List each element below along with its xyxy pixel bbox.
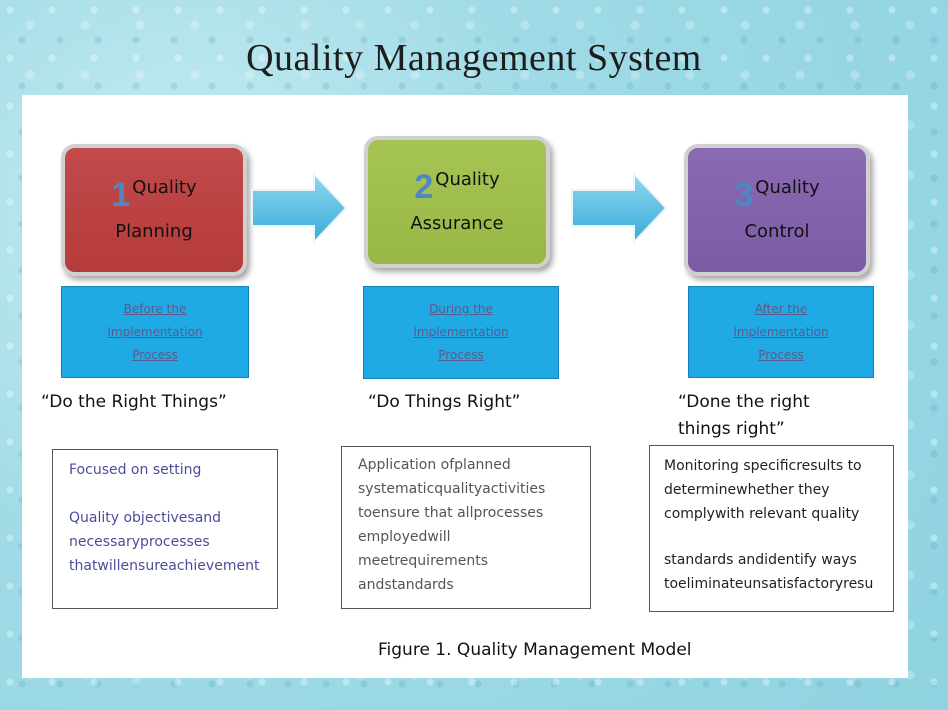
quote-control: “Done the right things right” (678, 392, 810, 439)
timing-box-during: During the Implementation Process (363, 286, 559, 379)
quote-assurance: “Do Things Right” (368, 392, 521, 412)
description-line: toensure that allprocesses (358, 505, 544, 521)
figure-caption: Figure 1. Quality Management Model (378, 640, 692, 660)
description-line: Application ofplanned (358, 457, 511, 473)
description-box-planning: Focused on setting Quality objectivesand… (52, 449, 278, 609)
step-number-2: 2 (414, 168, 434, 206)
stage-1-label-line2: Planning (115, 221, 193, 242)
description-box-control: Monitoring specificresults to determinew… (649, 445, 894, 612)
description-line: necessaryprocesses (69, 534, 210, 550)
description-line: toeliminateunsatisfactoryresu (664, 576, 874, 592)
quality-control-box: 3 Quality Control (684, 144, 870, 276)
arrow-right-icon (251, 172, 348, 245)
page-title: Quality Management System (246, 37, 702, 79)
stage-2-label-line1: Quality (435, 169, 500, 190)
timing-box-before: Before the Implementation Process (61, 286, 249, 378)
description-line: systematicqualityactivities (358, 481, 546, 497)
quote-planning: “Do the Right Things” (41, 392, 227, 412)
stage-2-label-line2: Assurance (410, 213, 504, 234)
stage-3-label-line1: Quality (755, 177, 820, 198)
description-line: andstandards (358, 577, 454, 593)
description-line: Focused on setting (69, 462, 202, 478)
description-line: employedwill (358, 529, 451, 545)
description-line: complywith relevant quality (664, 506, 860, 522)
description-box-assurance: Application ofplanned systematicqualitya… (341, 446, 591, 609)
description-line: standards andidentify ways (664, 552, 857, 568)
description-line: thatwillensureachievement (69, 558, 260, 574)
timing-text-after: After the Implementation Process (733, 301, 829, 362)
description-line: Quality objectivesand (69, 510, 222, 526)
step-number-3: 3 (734, 176, 754, 214)
description-line: determinewhether they (664, 482, 830, 498)
description-line: meetrequirements (358, 553, 489, 569)
timing-box-after: After the Implementation Process (688, 286, 874, 378)
arrow-right-icon (571, 172, 668, 245)
quality-planning-box: 1 Quality Planning (61, 144, 247, 276)
step-number-1: 1 (111, 176, 131, 214)
stage-1-label-line1: Quality (132, 177, 197, 198)
timing-text-before: Before the Implementation Process (107, 301, 203, 362)
stage-3-label-line2: Control (744, 221, 810, 242)
timing-text-during: During the Implementation Process (413, 302, 509, 362)
quality-assurance-box: 2 Quality Assurance (364, 136, 550, 268)
description-line: Monitoring specificresults to (664, 458, 862, 474)
